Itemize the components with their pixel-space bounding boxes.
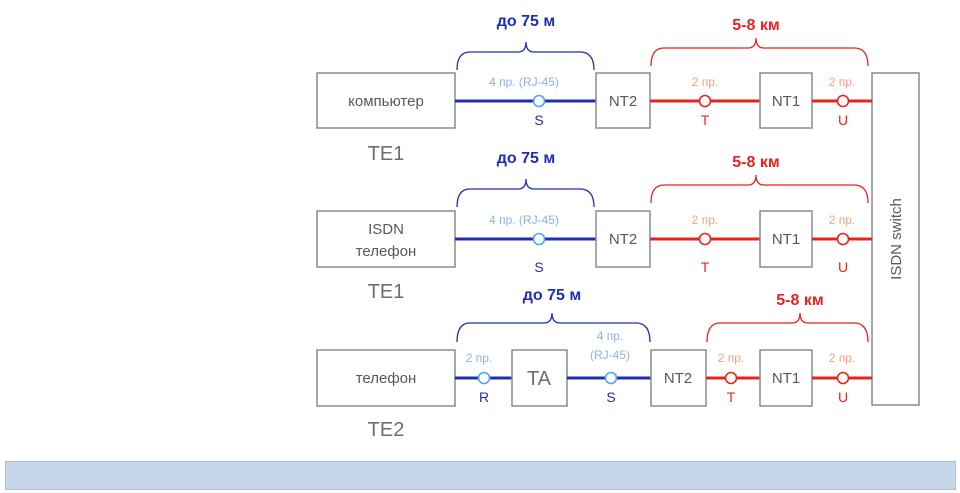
row3-nt2-label: NT2 (664, 370, 692, 387)
row3-u-distance-brace (706, 312, 869, 343)
row2-nt1-box (759, 210, 813, 268)
row1-s-wire-label: 4 пр. (RJ-45) (489, 75, 559, 89)
row3-s-wire-label-line1: 4 пр. (597, 329, 624, 343)
row3-t-reference-point (724, 371, 738, 385)
row1-s-point-label: S (534, 112, 543, 128)
row2-nt2-label: NT2 (609, 231, 637, 248)
row1-t-wire-label: 2 пр. (692, 75, 719, 89)
row2-u-distance-brace (650, 174, 869, 204)
row2-t-point-label: T (701, 259, 710, 275)
row2-terminal-type: TE1 (368, 281, 405, 303)
row2-s-reference-point (532, 232, 546, 246)
row3-s-distance-label: до 75 м (523, 287, 581, 304)
row1-nt2-label: NT2 (609, 93, 637, 110)
row1-s-distance-brace (456, 41, 595, 71)
row1-u-point-label: U (838, 112, 848, 128)
row3-terminal-label: телефон (356, 370, 417, 387)
row2-terminal-label-line1: ISDN (368, 221, 404, 238)
row3-ta-label: TA (527, 368, 552, 390)
row2-terminal-box (316, 210, 456, 268)
row3-r-reference-point (477, 371, 491, 385)
row3-r-wire-label: 2 пр. (466, 351, 493, 365)
row2-nt2-box (595, 210, 651, 268)
row1-nt1-box (759, 72, 813, 129)
row3-r-point-label: R (479, 389, 489, 405)
row3-u-distance-label: 5-8 км (776, 292, 823, 309)
row2-t-reference-point (698, 232, 712, 246)
row1-terminal-type: TE1 (368, 143, 405, 165)
row1-nt1-label: NT1 (772, 93, 800, 110)
row1-u-distance-brace (650, 37, 869, 67)
isdn-switch-box (871, 72, 920, 406)
row3-s-reference-point (604, 371, 618, 385)
row1-u-wire-label: 2 пр. (829, 75, 856, 89)
bottom-caption-bar (5, 461, 956, 490)
row3-t-wire-label: 2 пр. (718, 351, 745, 365)
row3-u-point-label: U (838, 389, 848, 405)
isdn-switch-label: ISDN switch (888, 198, 905, 280)
row3-nt1-box (759, 349, 813, 407)
row3-s-point-label: S (606, 389, 615, 405)
row1-t-reference-point (698, 94, 712, 108)
row2-s-wire-label: 4 пр. (RJ-45) (489, 213, 559, 227)
row1-s-distance-label: до 75 м (497, 13, 555, 30)
row3-terminal-type: TE2 (368, 419, 405, 441)
row1-u-distance-label: 5-8 км (732, 17, 779, 34)
row2-t-wire-label: 2 пр. (692, 213, 719, 227)
row1-terminal-box (316, 72, 456, 129)
row3-u-reference-point (836, 371, 850, 385)
row3-s-wire-label-line2: (RJ-45) (590, 348, 630, 362)
row2-u-wire-label: 2 пр. (829, 213, 856, 227)
row1-nt2-box (595, 72, 651, 129)
row2-terminal-label-line2: телефон (356, 243, 417, 260)
row3-t-point-label: T (727, 389, 736, 405)
row2-s-distance-label: до 75 м (497, 150, 555, 167)
row1-u-reference-point (836, 94, 850, 108)
row2-s-point-label: S (534, 259, 543, 275)
row3-ta-box (511, 349, 568, 407)
row3-u-wire-label: 2 пр. (829, 351, 856, 365)
row-computer: до 75 м 5-8 км компьютер TE1 4 пр. (RJ-4… (316, 13, 872, 165)
row2-u-distance-label: 5-8 км (732, 154, 779, 171)
row1-terminal-label: компьютер (348, 93, 424, 110)
row1-s-reference-point (532, 94, 546, 108)
row-isdn-phone: до 75 м 5-8 км ISDN телефон TE1 4 пр. (R… (316, 150, 872, 303)
row3-nt2-box (650, 349, 707, 407)
row3-s-distance-brace (456, 312, 651, 343)
row2-u-point-label: U (838, 259, 848, 275)
row1-t-point-label: T (701, 112, 710, 128)
row3-nt1-label: NT1 (772, 370, 800, 387)
row-analog-phone: до 75 м 5-8 км телефон TE2 2 пр. R TA 4 … (316, 287, 872, 441)
row2-u-reference-point (836, 232, 850, 246)
row2-nt1-label: NT1 (772, 231, 800, 248)
row2-s-distance-brace (456, 178, 595, 208)
